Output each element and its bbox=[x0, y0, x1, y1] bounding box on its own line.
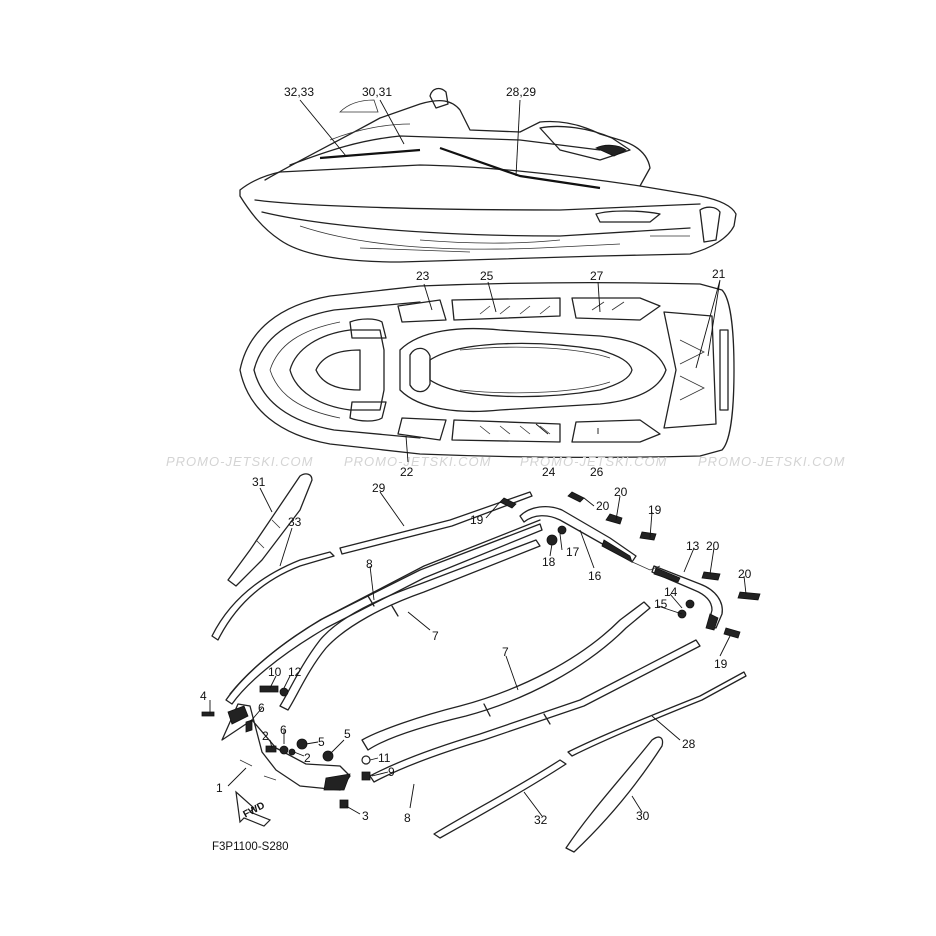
callout-22: 22 bbox=[400, 465, 414, 479]
callout-21: 21 bbox=[712, 267, 726, 281]
watermark-text: PROMO-JETSKI.COM bbox=[520, 454, 667, 469]
callout-32-33: 32,33 bbox=[284, 85, 314, 99]
callout-11: 11 bbox=[378, 751, 391, 765]
callout-26: 26 bbox=[590, 465, 604, 479]
callout-4: 4 bbox=[200, 689, 207, 703]
callout-6: 6 bbox=[280, 723, 287, 737]
watermark-text: PROMO-JETSKI.COM bbox=[166, 454, 313, 469]
diagram-code: F3P1100-S280 bbox=[212, 841, 289, 853]
callout-numbers: 32,33 30,31 28,29 23 25 27 21 22 24 26 3… bbox=[200, 85, 752, 827]
callout-16: 16 bbox=[588, 569, 602, 583]
callout-19: 19 bbox=[470, 513, 484, 527]
callout-20: 20 bbox=[738, 567, 752, 581]
callout-20: 20 bbox=[706, 539, 720, 553]
watermark-text: PROMO-JETSKI.COM bbox=[698, 454, 845, 469]
callout-27: 27 bbox=[590, 269, 604, 283]
callout-20: 20 bbox=[614, 485, 628, 499]
side-view-watercraft bbox=[239, 87, 737, 263]
callout-1: 1 bbox=[216, 781, 223, 795]
callout-24: 24 bbox=[542, 465, 556, 479]
callout-5: 5 bbox=[318, 735, 325, 749]
callout-33: 33 bbox=[288, 515, 302, 529]
callout-6: 6 bbox=[258, 701, 265, 715]
callout-18: 18 bbox=[542, 555, 556, 569]
callout-19: 19 bbox=[648, 503, 662, 517]
callout-14: 14 bbox=[664, 585, 678, 599]
callout-25: 25 bbox=[480, 269, 494, 283]
callout-19: 19 bbox=[714, 657, 728, 671]
fasteners bbox=[201, 491, 761, 809]
callout-8: 8 bbox=[366, 557, 373, 571]
callout-5: 5 bbox=[344, 727, 351, 741]
callout-28: 28 bbox=[682, 737, 696, 751]
callout-7: 7 bbox=[502, 645, 509, 659]
callout-7: 7 bbox=[432, 629, 439, 643]
callout-23: 23 bbox=[416, 269, 430, 283]
callout-8: 8 bbox=[404, 811, 411, 825]
callout-17: 17 bbox=[566, 545, 580, 559]
callout-9: 9 bbox=[388, 765, 395, 779]
callout-15: 15 bbox=[654, 597, 668, 611]
callout-3: 3 bbox=[362, 809, 369, 823]
callout-20: 20 bbox=[596, 499, 610, 513]
callout-13: 13 bbox=[686, 539, 700, 553]
callout-2: 2 bbox=[304, 751, 311, 765]
callout-30-31: 30,31 bbox=[362, 85, 392, 99]
callout-12: 12 bbox=[288, 665, 302, 679]
callout-10: 10 bbox=[268, 665, 282, 679]
top-view-watercraft bbox=[239, 282, 735, 458]
leader-lines bbox=[209, 99, 747, 817]
callout-2: 2 bbox=[262, 729, 269, 743]
watermark-text: PROMO-JETSKI.COM bbox=[344, 454, 491, 469]
callout-28-29: 28,29 bbox=[506, 85, 536, 99]
callout-31: 31 bbox=[252, 475, 266, 489]
callout-29: 29 bbox=[372, 481, 386, 495]
exploded-parts bbox=[201, 473, 761, 853]
fwd-arrow-icon bbox=[235, 790, 272, 827]
callout-30: 30 bbox=[636, 809, 650, 823]
callout-32: 32 bbox=[534, 813, 548, 827]
